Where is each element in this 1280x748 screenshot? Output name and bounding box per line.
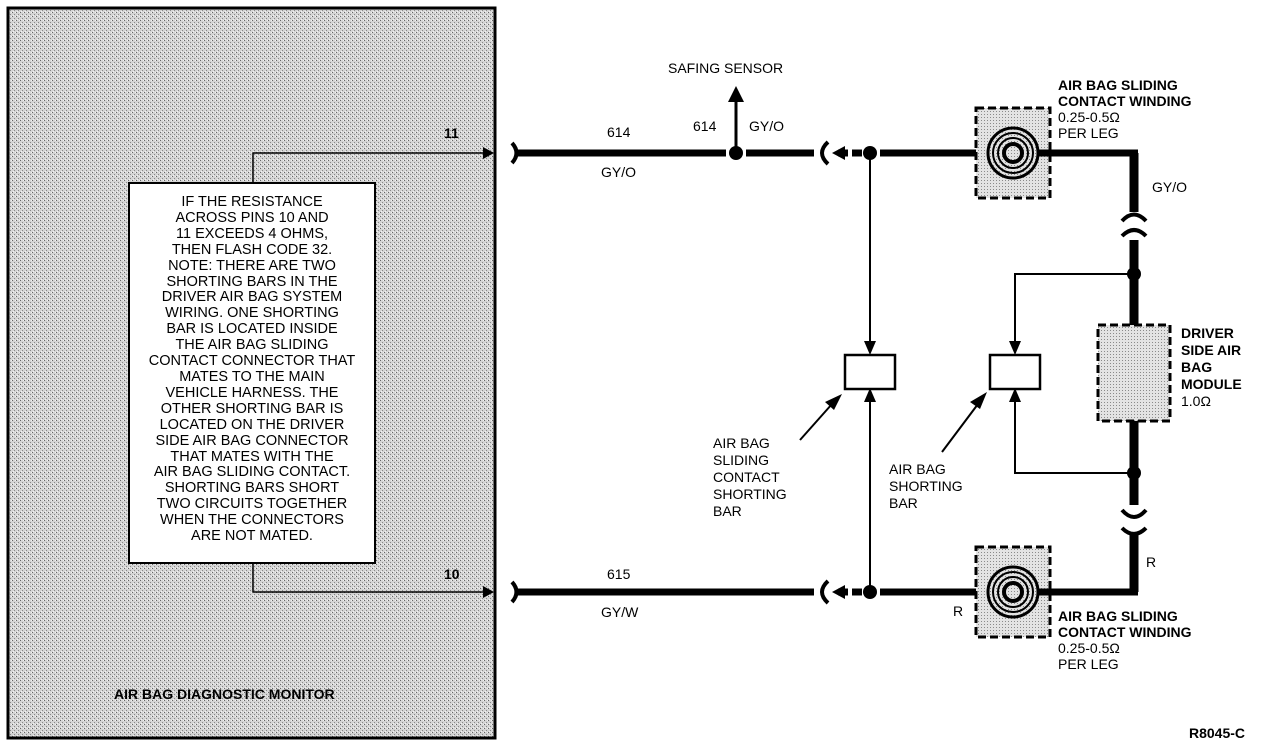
sliding-shorting-bar-label: AIR BAG SLIDING CONTACT SHORTING BAR [713, 435, 791, 519]
note-line: SHORTING BARS SHORT [164, 480, 340, 497]
connector-top-mid-arrow [832, 146, 845, 160]
note-line: LOCATED ON THE DRIVER [159, 416, 345, 433]
monitor-pin-arrows [483, 147, 494, 598]
note-line: CONTACT CONNECTOR THAT [148, 353, 356, 370]
note-line: WIRING. ONE SHORTING [165, 305, 339, 322]
airbag-shorting-leader [941, 403, 979, 453]
note-line: ARE NOT MATED. [191, 528, 313, 545]
connector-end-bottom-left [510, 580, 519, 604]
bottom-winding-color-label: R [953, 603, 963, 619]
monitor-internal-leads [252, 152, 488, 593]
right-top-color-label: GY/O [1152, 179, 1187, 195]
note-line: TWO CIRCUITS TOGETHER [156, 496, 348, 513]
sliding-shorting-arrow-down [864, 341, 876, 355]
driver-air-bag-module [1096, 323, 1172, 423]
note-line: WHEN THE CONNECTORS [160, 512, 344, 529]
sliding-shorting-arrow-up [864, 388, 876, 402]
monitor-title: AIR BAG DIAGNOSTIC MONITOR [114, 686, 335, 702]
note-line: THEN FLASH CODE 32. [171, 241, 333, 258]
right-connector-bottom-upper [1120, 508, 1148, 519]
sliding-contact-shorting-bar [843, 353, 897, 391]
figure-id: R8045-C [1189, 725, 1245, 741]
wire-614-tap-circuit-label: 614 [693, 118, 717, 134]
top-winding-spec: 0.25-0.5Ω PER LEG [1058, 109, 1124, 141]
connector-end-top-left [510, 141, 519, 165]
note-line: ACROSS PINS 10 AND [175, 209, 329, 226]
wire-614-circuit-label: 614 [607, 124, 631, 140]
wire-614-color-label: GY/O [601, 164, 636, 180]
connector-bottom-mid-arrow [832, 585, 845, 599]
note-line: VEHICLE HARNESS. THE [165, 384, 339, 401]
note-line: BAR IS LOCATED INSIDE [166, 321, 338, 338]
right-connector-top-lower [1120, 228, 1148, 238]
note-line: NOTE: THERE ARE TWO [168, 257, 336, 274]
safing-sensor-label: SAFING SENSOR [668, 60, 783, 76]
pin-10-label: 10 [444, 566, 460, 582]
note-line: OTHER SHORTING BAR IS [160, 400, 344, 417]
airbag-shorting-leader-arrow [970, 392, 987, 409]
wire-614-tap-color-label: GY/O [749, 118, 784, 134]
module-resistance: 1.0Ω [1181, 393, 1211, 409]
safing-sensor-arrow [728, 86, 744, 102]
note-line: SHORTING BARS IN THE [166, 273, 338, 290]
airbag-shorting-arrow-up [1009, 388, 1021, 402]
airbag-shorting-bar [988, 353, 1042, 391]
bottom-winding-spec: 0.25-0.5Ω PER LEG [1058, 640, 1124, 672]
module-title: DRIVER SIDE AIR BAG MODULE [1181, 325, 1245, 392]
note-line: 11 EXCEEDS 4 OHMS, [175, 225, 329, 242]
right-bottom-color-label: R [1146, 554, 1156, 570]
note-line: MATES TO THE MAIN [179, 368, 325, 385]
right-connector-top-upper [1120, 212, 1148, 223]
note-line: DRIVER AIR BAG SYSTEM [161, 289, 343, 306]
note-line: AIR BAG SLIDING CONTACT. [153, 464, 351, 481]
sliding-shorting-leader-arrow [825, 394, 842, 410]
right-connector-bottom-lower [1120, 526, 1148, 536]
airbag-shorting-arrow-down [1009, 341, 1021, 355]
bottom-winding-title: AIR BAG SLIDING CONTACT WINDING [1058, 608, 1192, 640]
wire-615-color-label: GY/W [601, 604, 639, 620]
note-line: THE AIR BAG SLIDING [175, 337, 329, 354]
pin-11-label: 11 [444, 125, 459, 141]
note-line: SIDE AIR BAG CONNECTOR [155, 432, 349, 449]
airbag-shorting-bar-label: AIR BAG SHORTING BAR [889, 461, 967, 511]
wire-615-circuit-label: 615 [607, 566, 631, 582]
connector-bottom-mid [820, 579, 830, 605]
note-line: IF THE RESISTANCE [181, 194, 323, 210]
sliding-shorting-leader [799, 403, 833, 441]
airbag-shorting-bar-leads [1014, 273, 1134, 474]
note-line: THAT MATES WITH THE [170, 448, 334, 465]
connector-top-mid [820, 140, 830, 166]
top-winding-title: AIR BAG SLIDING CONTACT WINDING [1058, 77, 1192, 109]
